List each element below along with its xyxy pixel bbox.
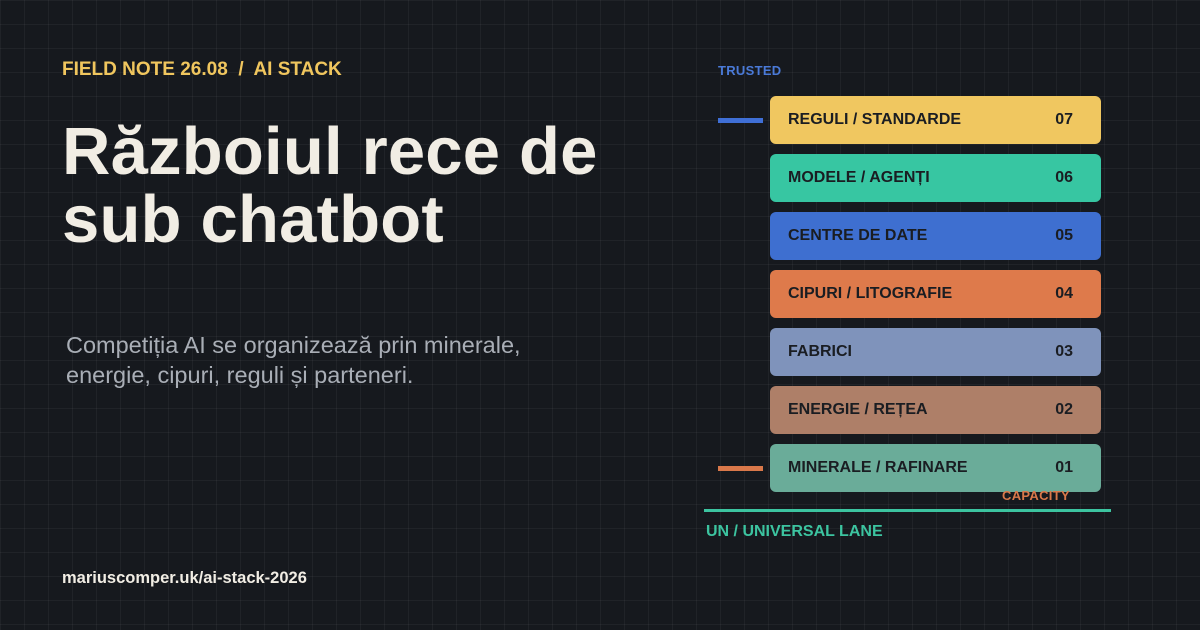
stack-layer-03: FABRICI 03 <box>770 328 1101 376</box>
trusted-label: TRUSTED <box>718 63 782 78</box>
layer-number: 02 <box>1055 401 1073 418</box>
universal-lane-label: UN / UNIVERSAL LANE <box>706 523 883 540</box>
layer-label: FABRICI <box>788 343 852 360</box>
layer-label: REGULI / STANDARDE <box>788 111 962 128</box>
layer-label: MODELE / AGENȚI <box>788 169 930 186</box>
field-note-kicker: FIELD NOTE 26.08 / AI STACK <box>62 59 342 80</box>
stack-layer-01: MINERALE / RAFINARE 01 <box>770 444 1101 492</box>
layer-label: CIPURI / LITOGRAFIE <box>788 285 953 302</box>
stack-layer-02: ENERGIE / REȚEA 02 <box>770 386 1101 434</box>
trusted-marker <box>718 118 763 123</box>
stack-layer-04: CIPURI / LITOGRAFIE 04 <box>770 270 1101 318</box>
layer-label: MINERALE / RAFINARE <box>788 459 968 476</box>
layer-number: 07 <box>1055 111 1073 128</box>
layer-number: 06 <box>1055 169 1073 186</box>
layer-number: 01 <box>1055 459 1073 476</box>
source-url-link[interactable]: mariuscomper.uk/ai-stack-2026 <box>62 569 307 587</box>
layer-number: 05 <box>1055 227 1073 244</box>
capacity-marker <box>718 466 763 471</box>
page-title: Războiul rece de sub chatbot <box>62 114 598 257</box>
layer-number: 04 <box>1055 285 1073 302</box>
layer-label: ENERGIE / REȚEA <box>788 401 928 418</box>
universal-lane-line <box>704 509 1111 512</box>
layer-number: 03 <box>1055 343 1073 360</box>
page-subtitle: Competiția AI se organizează prin minera… <box>66 332 521 388</box>
layer-label: CENTRE DE DATE <box>788 227 928 244</box>
stack-layer-07: REGULI / STANDARDE 07 <box>770 96 1101 144</box>
stack-layer-06: MODELE / AGENȚI 06 <box>770 154 1101 202</box>
capacity-label: CAPACITY <box>1002 488 1070 503</box>
stack-layer-05: CENTRE DE DATE 05 <box>770 212 1101 260</box>
